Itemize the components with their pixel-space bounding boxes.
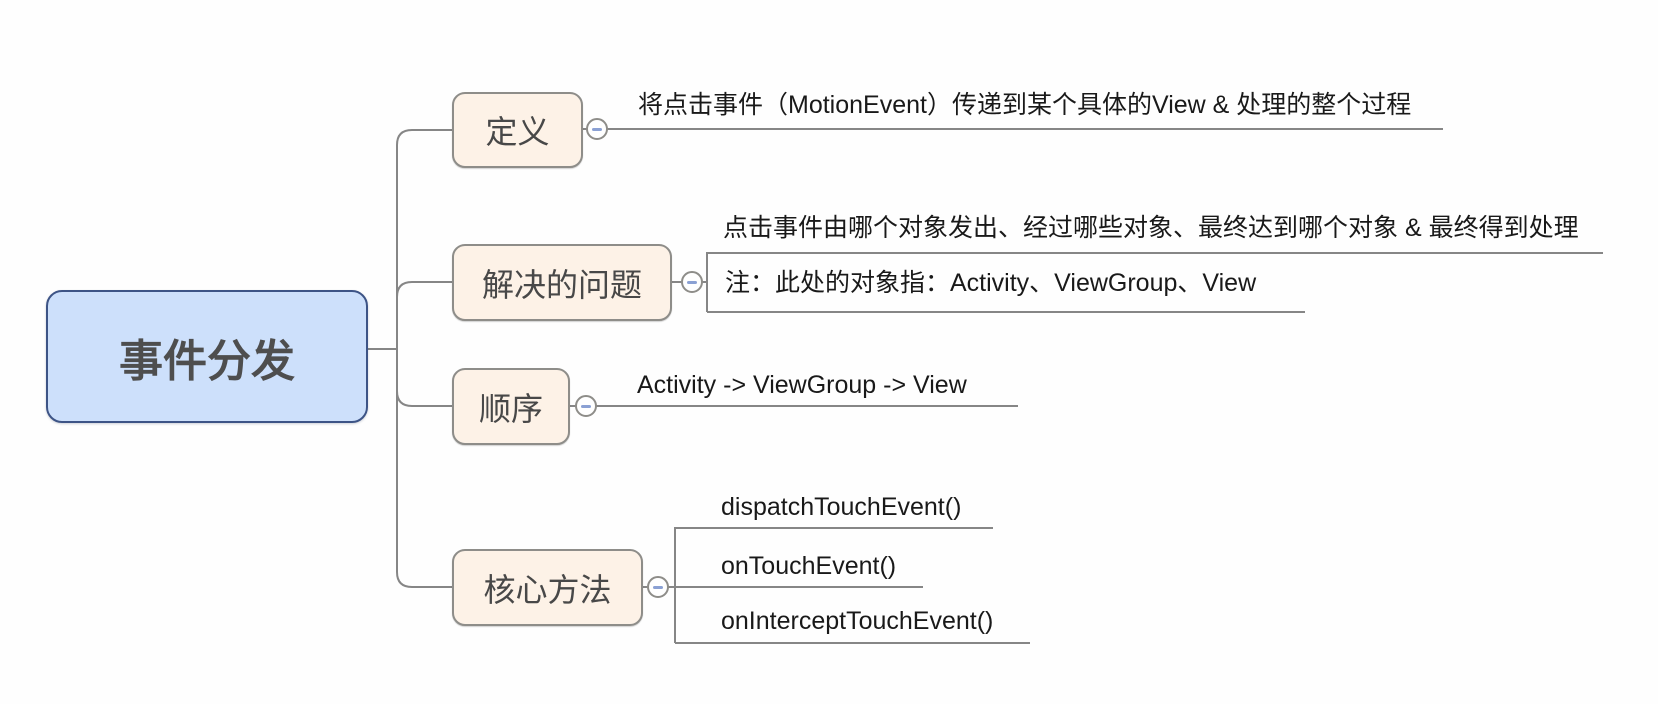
subtopic-method-dispatchtouchevent[interactable]: dispatchTouchEvent() <box>721 493 962 521</box>
root-topic-label: 事件分发 <box>119 336 295 386</box>
collapse-button-definition[interactable] <box>586 118 608 140</box>
topic-order[interactable]: 顺序 <box>452 368 570 445</box>
subtopic-method-onintercepttouchevent[interactable]: onInterceptTouchEvent() <box>721 607 994 635</box>
root-topic[interactable]: 事件分发 <box>46 290 368 423</box>
topic-label: 核心方法 <box>483 571 612 608</box>
connector-trunk-to-order <box>396 349 452 407</box>
collapse-button-core-methods[interactable] <box>647 576 669 598</box>
collapse-button-order[interactable] <box>575 395 597 417</box>
collapse-button-problem-solved[interactable] <box>681 271 703 293</box>
minus-icon <box>581 404 591 408</box>
minus-icon <box>653 585 663 589</box>
subtopic-order-flow[interactable]: Activity -> ViewGroup -> View <box>637 371 967 399</box>
minus-icon <box>592 127 602 131</box>
minus-icon <box>687 280 697 284</box>
subtopic-method-ontouchevent[interactable]: onTouchEvent() <box>721 552 897 580</box>
underline-methods-child-1 <box>674 527 993 643</box>
subtopic-definition-text[interactable]: 将点击事件（MotionEvent）传递到某个具体的View & 处理的整个过程 <box>638 91 1412 119</box>
topic-problem-solved[interactable]: 解决的问题 <box>452 244 672 321</box>
connector-trunk-to-problem <box>396 281 452 349</box>
underline-problem-child-1 <box>706 252 1603 312</box>
topic-label: 定义 <box>485 114 550 150</box>
connector-trunk-to-definition <box>396 129 452 349</box>
subtopic-problem-text[interactable]: 点击事件由哪个对象发出、经过哪些对象、最终达到哪个对象 & 最终得到处理 <box>723 214 1579 242</box>
topic-label: 解决的问题 <box>481 266 642 303</box>
topic-definition[interactable]: 定义 <box>452 92 583 168</box>
subtopic-problem-note[interactable]: 注：此处的对象指：Activity、ViewGroup、View <box>725 269 1257 297</box>
connector-trunk-to-methods <box>396 349 452 588</box>
topic-core-methods[interactable]: 核心方法 <box>452 549 643 626</box>
topic-label: 顺序 <box>478 390 543 427</box>
